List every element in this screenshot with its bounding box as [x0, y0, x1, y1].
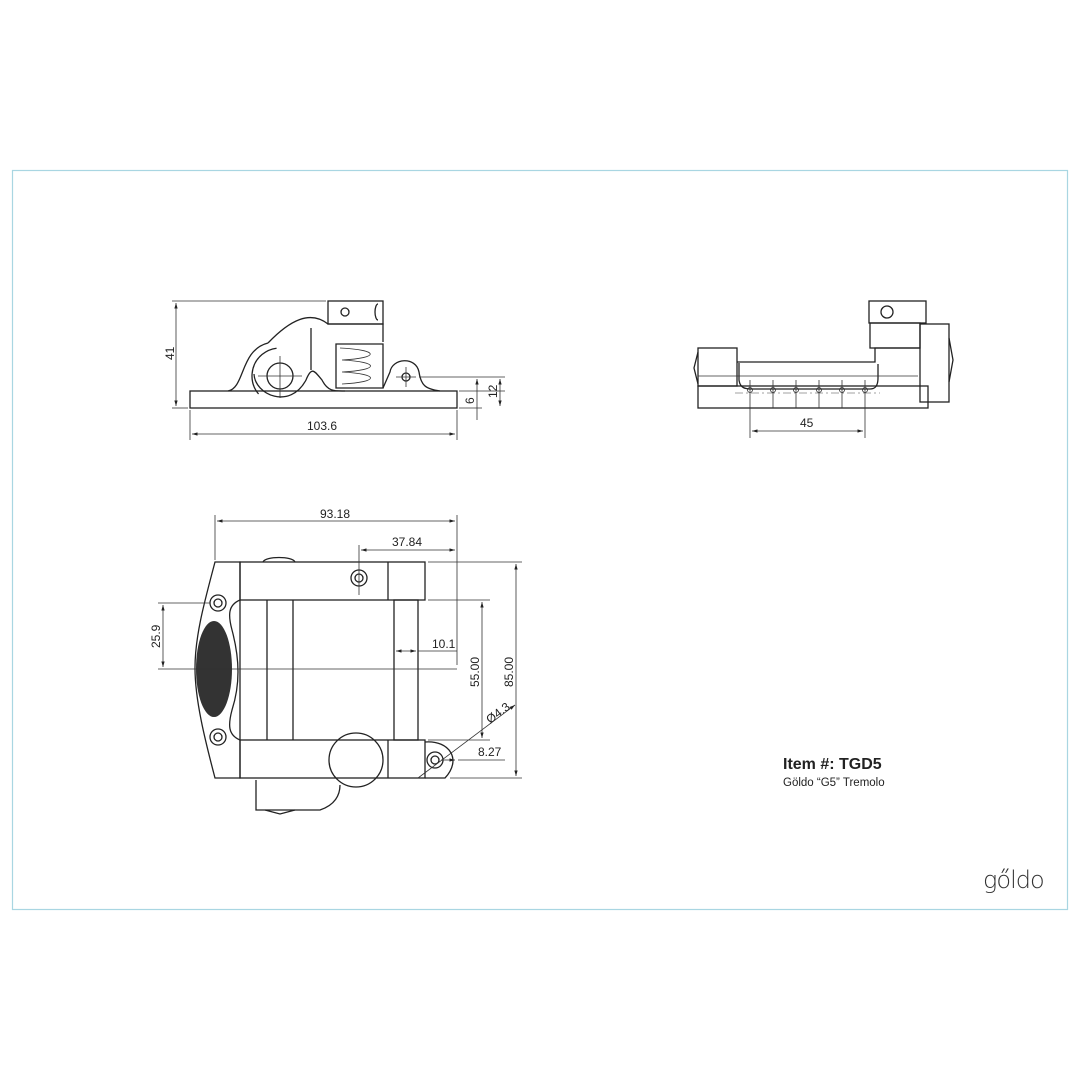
side-view: 41 103.6 6 12: [163, 300, 505, 440]
brand-logo: gőldo: [983, 866, 1045, 894]
item-description: Göldo “G5” Tremolo: [783, 777, 885, 789]
dim-length: 103.6: [307, 419, 337, 433]
dim-base: 6: [463, 397, 477, 404]
dim-string-spacing: 45: [800, 416, 814, 430]
drawing-frame: [11, 169, 1069, 911]
end-view: 45: [693, 300, 954, 438]
dim-offset: 37.84: [392, 535, 422, 549]
title-block: Item #: TGD5 Göldo “G5” Tremolo: [783, 756, 885, 789]
top-view: 93.18 37.84 25.9 10.1 55.00 85.00 Ø4.3 8…: [149, 507, 522, 815]
dim-hole-offset: 8.27: [478, 745, 502, 759]
dim-block: 10.1: [432, 637, 456, 651]
dim-height: 41: [163, 346, 177, 360]
dim-arm: 25.9: [149, 624, 163, 648]
dim-outer: 85.00: [502, 657, 516, 687]
string-holes: [747, 380, 868, 408]
item-number: Item #: TGD5: [783, 756, 882, 773]
dim-width: 93.18: [320, 507, 350, 521]
dim-hole: Ø4.3: [483, 699, 512, 726]
dim-pivot: 12: [486, 384, 500, 398]
dim-inner: 55.00: [468, 657, 482, 687]
